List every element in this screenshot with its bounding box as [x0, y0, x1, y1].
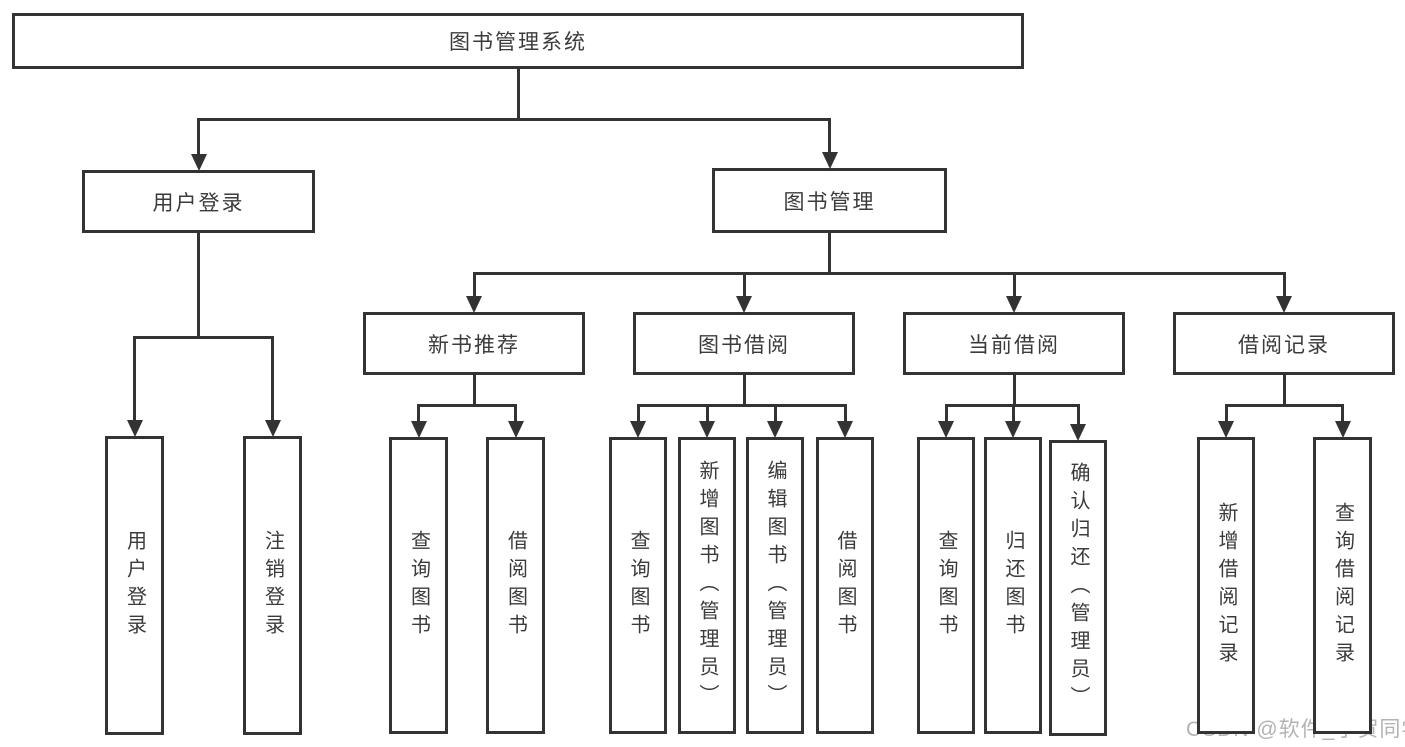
box-leaf-cb-return: 归还图书 [984, 437, 1042, 734]
box-root: 图书管理系统 [12, 13, 1024, 69]
box-leaf-bb-add: 新增图书（管理员） [678, 437, 736, 734]
box-label-leaf-nb-query: 查询图书 [407, 529, 430, 642]
connector-line [636, 404, 847, 407]
arrowhead-down-icon [630, 421, 646, 438]
arrowhead-down-icon [507, 421, 524, 438]
box-leaf-br-add: 新增借阅记录 [1197, 437, 1255, 734]
box-book-mgmt-group: 图书管理 [712, 168, 947, 233]
box-borrow-records: 借阅记录 [1173, 312, 1395, 375]
box-leaf-nb-borrow: 借阅图书 [486, 437, 545, 734]
connector-line [417, 404, 420, 422]
connector-line [1282, 272, 1286, 297]
connector-line [133, 336, 274, 339]
box-label-root: 图书管理系统 [449, 31, 587, 54]
connector-line [742, 375, 746, 407]
arrowhead-down-icon [410, 421, 427, 438]
connector-line [1076, 404, 1080, 425]
connector-line [636, 404, 640, 422]
arrowhead-down-icon [938, 421, 954, 438]
connector-line [514, 404, 517, 422]
connector-line [197, 118, 200, 155]
arrowhead-down-icon [126, 420, 143, 437]
arrowhead-down-icon [767, 421, 783, 438]
box-label-leaf-cb-return: 归还图书 [1002, 529, 1024, 642]
connector-line [1224, 404, 1228, 422]
connector-line [742, 272, 746, 297]
arrowhead-down-icon [1334, 421, 1351, 438]
box-label-leaf-cb-query: 查询图书 [935, 529, 957, 642]
box-label-book-mgmt-group: 图书管理 [783, 190, 876, 214]
connector-line [271, 336, 274, 421]
box-leaf-user-login: 用户登录 [105, 436, 164, 735]
connector-line [1282, 375, 1286, 407]
connector-line [1011, 404, 1015, 422]
connector-line [773, 404, 777, 422]
connector-line [197, 233, 200, 339]
box-label-leaf-logout: 注销登录 [261, 529, 284, 642]
box-leaf-bb-query: 查询图书 [609, 437, 667, 734]
arrowhead-down-icon [736, 296, 752, 313]
arrowhead-down-icon [466, 296, 482, 313]
box-leaf-bb-borrow: 借阅图书 [816, 437, 874, 734]
connector-line [472, 375, 476, 407]
arrowhead-down-icon [1276, 296, 1292, 313]
box-label-leaf-br-add: 新增借阅记录 [1215, 501, 1237, 670]
box-label-leaf-bb-add: 新增图书（管理员） [696, 459, 718, 712]
box-label-leaf-bb-edit: 编辑图书（管理员） [764, 459, 786, 712]
arrowhead-down-icon [699, 421, 715, 438]
box-leaf-cb-confirm: 确认归还（管理员） [1049, 440, 1107, 736]
arrowhead-down-icon [1006, 296, 1022, 313]
connector-line [417, 404, 517, 407]
box-label-current-borrow: 当前借阅 [968, 333, 1060, 357]
connector-line [197, 118, 831, 121]
box-book-borrow: 图书借阅 [633, 312, 855, 375]
connector-line [944, 404, 948, 422]
arrowhead-down-icon [190, 154, 207, 171]
connector-line [472, 272, 1286, 275]
arrowhead-down-icon [1218, 421, 1234, 438]
arrowhead-down-icon [821, 152, 838, 169]
box-leaf-bb-edit: 编辑图书（管理员） [746, 437, 804, 734]
arrowhead-down-icon [837, 421, 853, 438]
connector-line [705, 404, 709, 422]
box-new-book-rec: 新书推荐 [363, 312, 585, 375]
connector-line [472, 272, 476, 297]
box-label-new-book-rec: 新书推荐 [428, 333, 520, 357]
box-label-user-login-group: 用户登录 [152, 191, 245, 215]
box-user-login-group: 用户登录 [82, 170, 315, 233]
box-label-leaf-cb-confirm: 确认归还（管理员） [1067, 462, 1089, 714]
box-leaf-br-query: 查询借阅记录 [1313, 437, 1372, 734]
arrowhead-down-icon [1070, 424, 1086, 441]
arrowhead-down-icon [264, 420, 281, 437]
box-label-borrow-records: 借阅记录 [1238, 333, 1330, 357]
connector-line [1341, 404, 1344, 422]
connector-line [133, 336, 136, 421]
connector-line [516, 69, 520, 121]
arrowhead-down-icon [1005, 421, 1021, 438]
connector-line [828, 233, 831, 275]
box-label-leaf-nb-borrow: 借阅图书 [504, 529, 527, 642]
box-label-leaf-bb-query: 查询图书 [627, 529, 649, 642]
connector-line [1224, 404, 1344, 407]
connector-line [1012, 272, 1016, 297]
connector-line [1012, 375, 1016, 407]
box-label-leaf-br-query: 查询借阅记录 [1331, 501, 1354, 670]
box-leaf-logout: 注销登录 [243, 436, 302, 735]
box-leaf-nb-query: 查询图书 [389, 437, 448, 734]
box-label-leaf-user-login: 用户登录 [123, 529, 146, 642]
connector-line [828, 118, 831, 153]
box-label-book-borrow: 图书借阅 [698, 333, 790, 357]
connector-line [843, 404, 847, 422]
box-current-borrow: 当前借阅 [903, 312, 1125, 375]
box-label-leaf-bb-borrow: 借阅图书 [834, 529, 856, 642]
box-leaf-cb-query: 查询图书 [917, 437, 975, 734]
